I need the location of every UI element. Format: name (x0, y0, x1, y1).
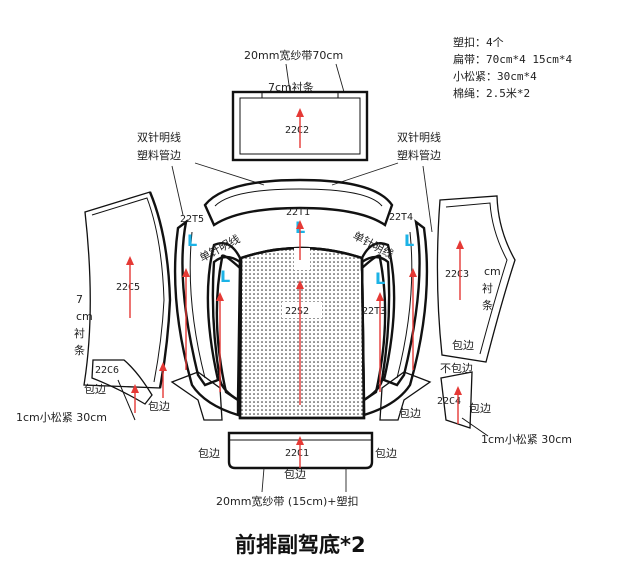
grain-arrow-head (182, 268, 190, 277)
grain-arrow-head (409, 268, 417, 277)
piece-22c1: 22C1 包边 包边 包边 20mm宽纱带 (15cm)+塑扣 (198, 431, 397, 508)
grain-arrow-head (296, 108, 304, 117)
piece-22c3: 22C3 cm 衬 条 包边 (436, 195, 516, 363)
piece-code: 22C1 (285, 448, 309, 459)
grain-arrow-head (216, 292, 224, 301)
wrap-label: 包边 (452, 339, 474, 352)
piece-22c6: 22C6 包边 包边 1cm小松紧 30cm (16, 359, 170, 424)
orientation-mark: L (220, 267, 230, 286)
piece-code: 22C4 (437, 396, 461, 407)
grain-arrow-head (376, 292, 384, 301)
piece-22c5: 22C5 7 cm 衬 条 (74, 191, 172, 389)
wrap-label: 包边 (375, 447, 397, 460)
orientation-mark: L (187, 231, 197, 250)
grain-arrow-head (296, 220, 304, 229)
elastic-label: 1cm小松紧 30cm (16, 410, 107, 424)
grain-arrow-head (456, 240, 464, 249)
liner-side-label: 条 (482, 298, 493, 312)
piece-code: 22C3 (445, 269, 469, 280)
wrap-label: 包边 (469, 402, 491, 415)
elastic-label: 1cm小松紧 30cm (481, 432, 572, 446)
grain-arrows (126, 108, 464, 468)
liner-side-label: cm (484, 265, 501, 278)
liner-side-label: 7 (76, 293, 83, 306)
liner-label: 7cm衬条 (268, 80, 314, 94)
grain-arrow-head (296, 280, 304, 289)
piece-code: 22T1 (286, 207, 310, 218)
plastic-edge-label: 塑料管边 (397, 148, 441, 162)
piece-code: 22C2 (285, 125, 309, 136)
wrap-label: 包边 (148, 400, 170, 413)
piece-code: 22C6 (95, 365, 119, 376)
piece-code: 22T5 (180, 214, 204, 225)
piping-labels: 双针明线 塑料管边 双针明线 塑料管边 (137, 130, 441, 233)
tape-label-bottom: 20mm宽纱带 (15cm)+塑扣 (216, 494, 358, 508)
wrap-label: 包边 (399, 407, 421, 420)
piece-22s2: 22S2 (238, 246, 366, 420)
orientation-mark: L (404, 231, 414, 250)
grain-arrow-head (131, 384, 139, 393)
note-line: 小松紧：30cm*4 (453, 69, 537, 83)
piece-code: 22S2 (285, 306, 309, 317)
grain-arrow-head (296, 436, 304, 445)
liner-side-label: 衬 (482, 282, 493, 295)
grain-arrow-head (159, 362, 167, 371)
no-wrap-label: 不包边 (440, 362, 473, 375)
piece-code: 22T3 (362, 306, 386, 317)
wrap-label: 包边 (198, 447, 220, 460)
plastic-edge-label: 塑料管边 (137, 148, 181, 162)
note-line: 扁带：70cm*4 15cm*4 (453, 53, 572, 66)
wrap-label: 包边 (84, 383, 106, 396)
piece-22c4: 不包边 22C4 包边 1cm小松紧 30cm (437, 362, 572, 446)
grain-arrow-head (126, 256, 134, 265)
tape-label-top: 20mm宽纱带70cm (244, 48, 343, 62)
liner-side-label: 条 (74, 343, 85, 357)
double-stitch-label: 双针明线 (137, 130, 181, 144)
orientation-mark: L (375, 269, 385, 288)
piece-22c2: 20mm宽纱带70cm 7cm衬条 22C2 (231, 48, 369, 162)
wrap-label: 包边 (284, 468, 306, 481)
note-line: 棉绳：2.5米*2 (453, 86, 530, 100)
note-line: 塑扣：4个 (453, 35, 504, 49)
grain-arrow-head (454, 386, 462, 395)
liner-side-label: 衬 (74, 327, 85, 340)
piece-code: 22T4 (389, 212, 413, 223)
diagram-title: 前排副驾底*2 (235, 533, 366, 557)
piece-right-tab: 包边 (379, 371, 432, 421)
piece-left-tab (170, 371, 223, 421)
double-stitch-label: 双针明线 (397, 130, 441, 144)
liner-side-label: cm (76, 310, 93, 323)
material-notes: 塑扣：4个 扁带：70cm*4 15cm*4 小松紧：30cm*4 棉绳：2.5… (453, 35, 572, 100)
piece-code: 22C5 (116, 282, 140, 293)
